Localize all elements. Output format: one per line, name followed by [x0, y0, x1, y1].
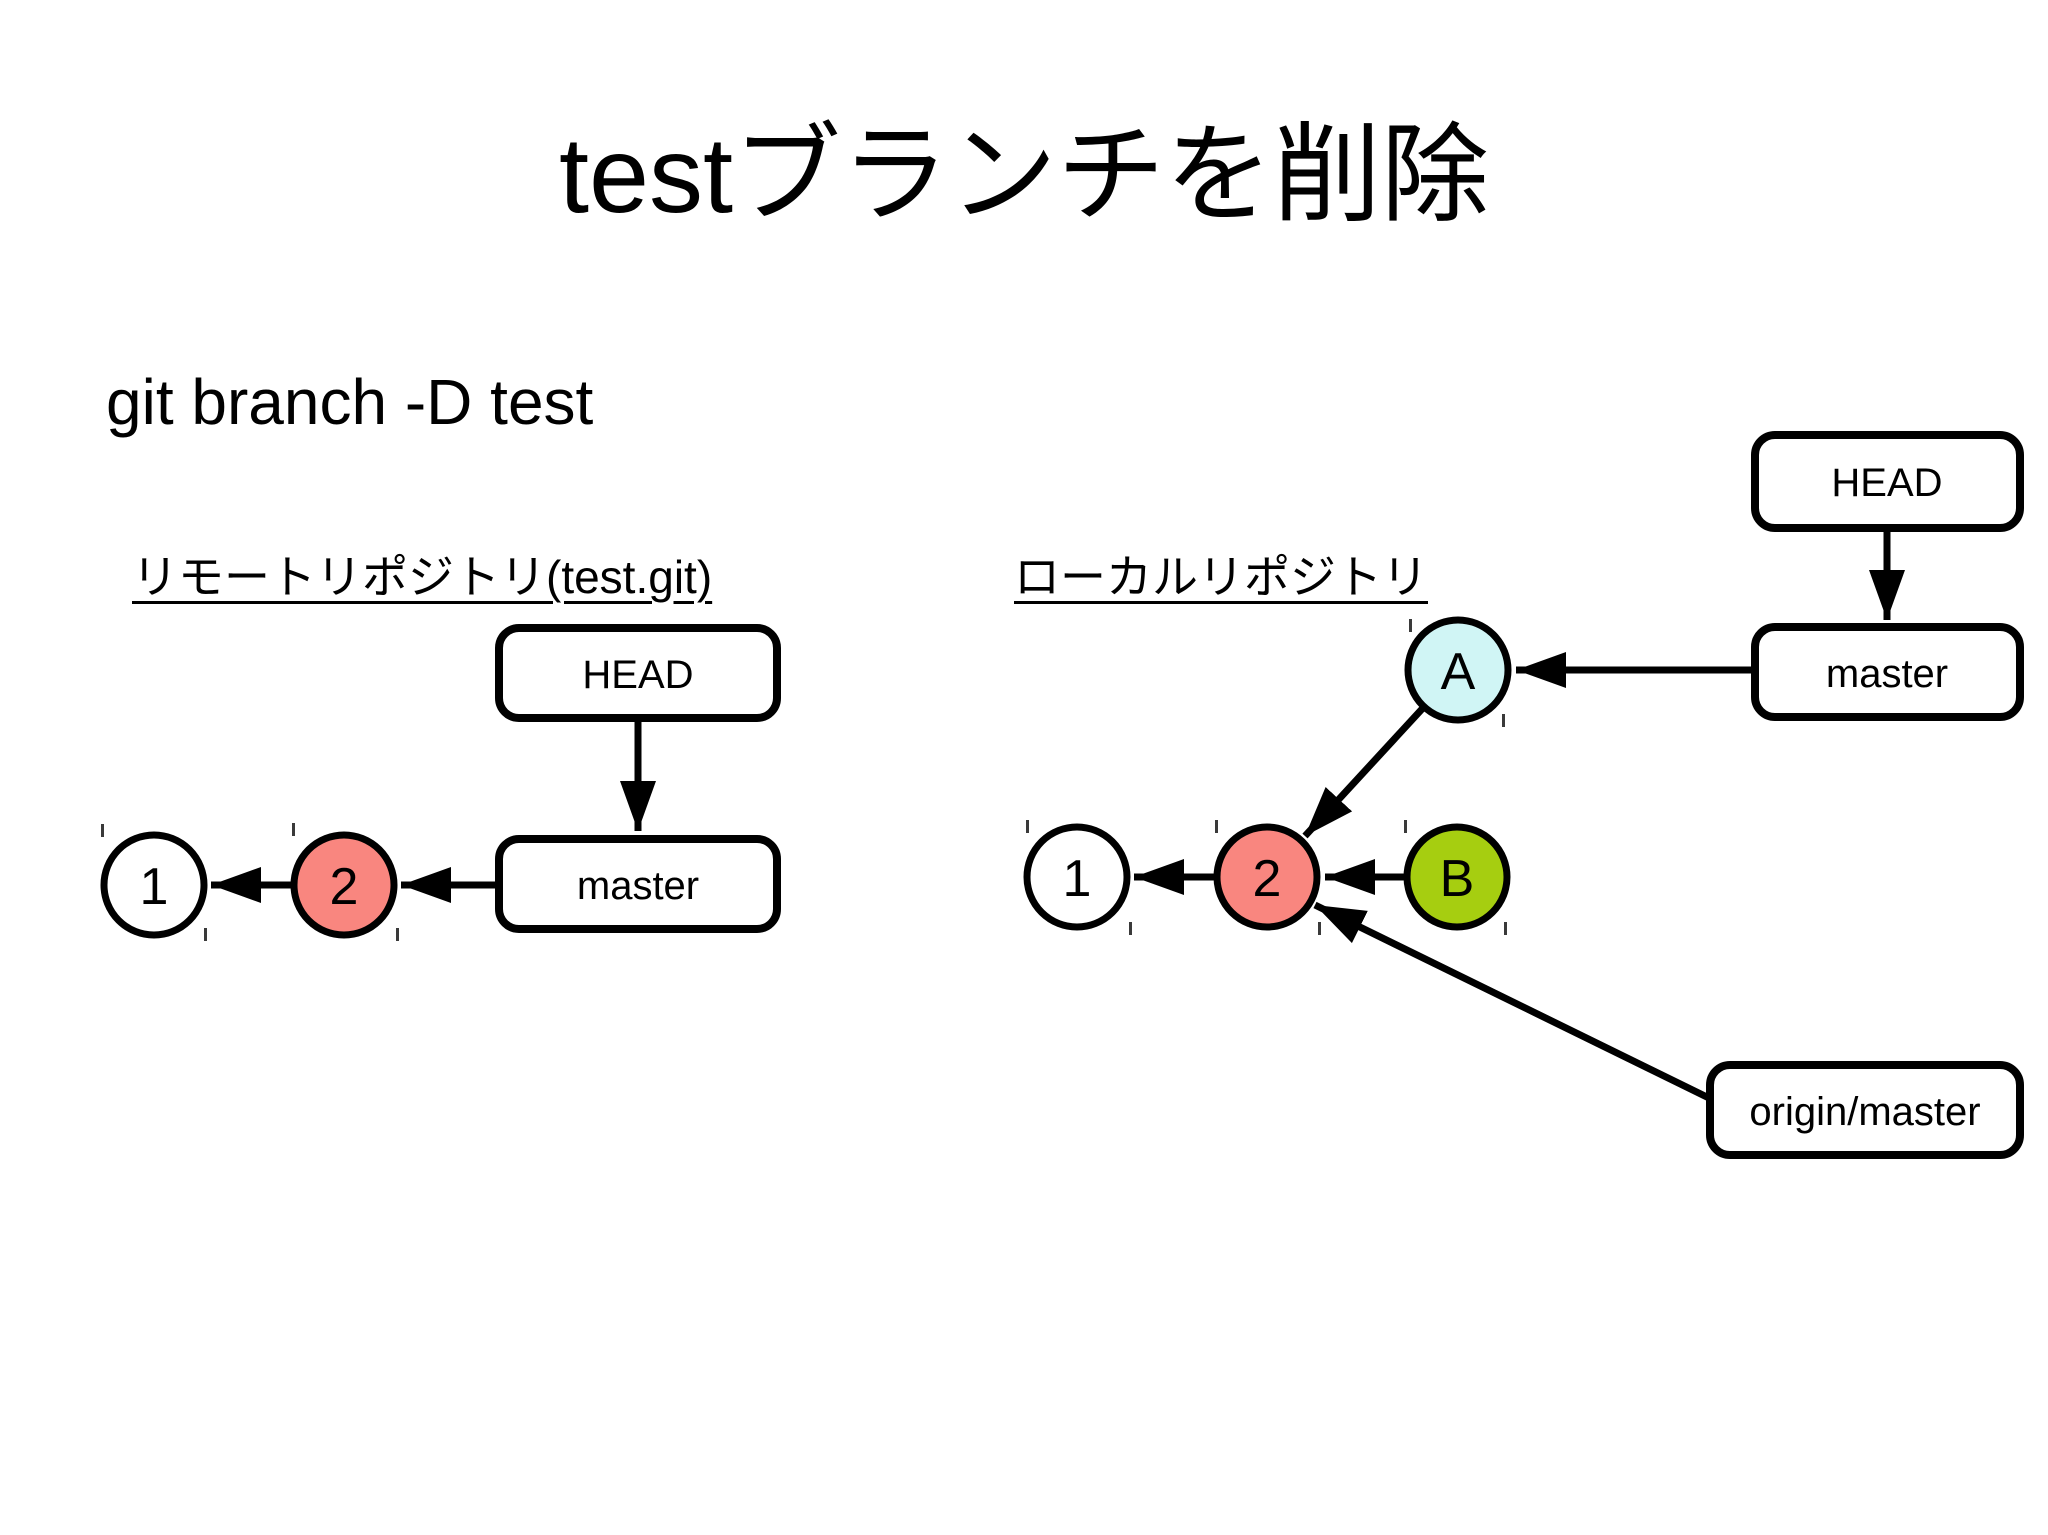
local-master-label: master	[1826, 652, 1948, 696]
tick-mark	[101, 824, 104, 837]
tick-mark	[1129, 922, 1132, 935]
tick-mark	[1409, 619, 1412, 632]
local-commit-a-label: A	[1441, 643, 1476, 701]
tick-mark	[1502, 714, 1505, 727]
local-master-box	[1751, 623, 2024, 721]
local-commit-a	[1404, 616, 1512, 724]
remote-commit-1-label: 1	[140, 858, 169, 916]
tick-mark	[1026, 820, 1029, 833]
remote-repo-heading: リモートリポジトリ(test.git)	[132, 551, 713, 603]
local-commit-b	[1403, 823, 1511, 931]
local-head-label: HEAD	[1831, 461, 1942, 505]
tick-mark	[396, 928, 399, 941]
git-command-text: git branch -D test	[106, 366, 594, 438]
tick-mark	[1404, 820, 1407, 833]
local-commit-2	[1213, 823, 1321, 931]
tick-mark	[1504, 922, 1507, 935]
tick-mark	[204, 928, 207, 941]
local-commit-1	[1023, 823, 1131, 931]
local-head-box	[1751, 431, 2024, 532]
remote-commit-1	[100, 831, 208, 939]
remote-head-box	[495, 624, 781, 722]
slide-title: testブランチを削除	[558, 114, 1490, 235]
remote-commit-2	[290, 831, 398, 939]
tick-mark	[1215, 820, 1218, 833]
remote-head-label: HEAD	[582, 653, 693, 697]
local-edge-commit-a-to-commit2	[1302, 706, 1425, 839]
local-diagram: HEAD master origin/master 1 2 A B	[1023, 431, 2024, 1159]
local-commit-2-label: 2	[1253, 850, 1282, 908]
local-edge-origin-master-to-commit2	[1313, 901, 1715, 1104]
tick-mark	[1318, 922, 1321, 935]
local-commit-1-label: 1	[1063, 850, 1092, 908]
local-commit-b-label: B	[1440, 850, 1475, 908]
local-origin-master-box	[1706, 1061, 2024, 1159]
remote-master-box	[495, 835, 781, 933]
tick-mark	[292, 823, 295, 836]
remote-commit-2-label: 2	[330, 858, 359, 916]
remote-master-label: master	[577, 864, 699, 908]
remote-diagram: HEAD master 1 2	[100, 624, 781, 939]
local-repo-heading: ローカルリポジトリ	[1014, 551, 1428, 603]
local-origin-master-label: origin/master	[1749, 1090, 1980, 1134]
